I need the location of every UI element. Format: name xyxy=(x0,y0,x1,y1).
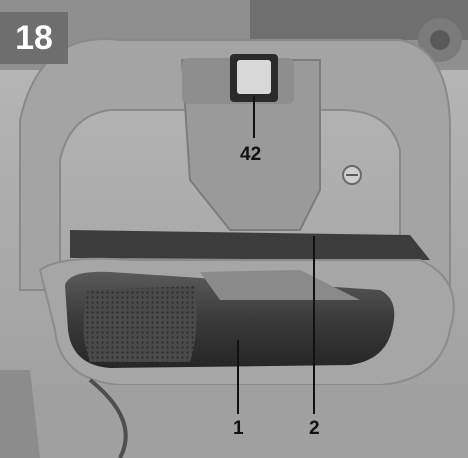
base-plate xyxy=(0,385,468,458)
blade-guard-edge xyxy=(88,378,128,458)
callout-label-lock-button: 42 xyxy=(240,144,262,165)
callout-label-auxiliary-handle: 2 xyxy=(309,418,320,439)
callout-label-grip: 1 xyxy=(233,418,244,439)
auxiliary-handle-top xyxy=(70,230,430,260)
figure-number-badge: 18 xyxy=(0,12,68,64)
grip-texture xyxy=(83,286,197,362)
handle-loop xyxy=(19,38,451,301)
